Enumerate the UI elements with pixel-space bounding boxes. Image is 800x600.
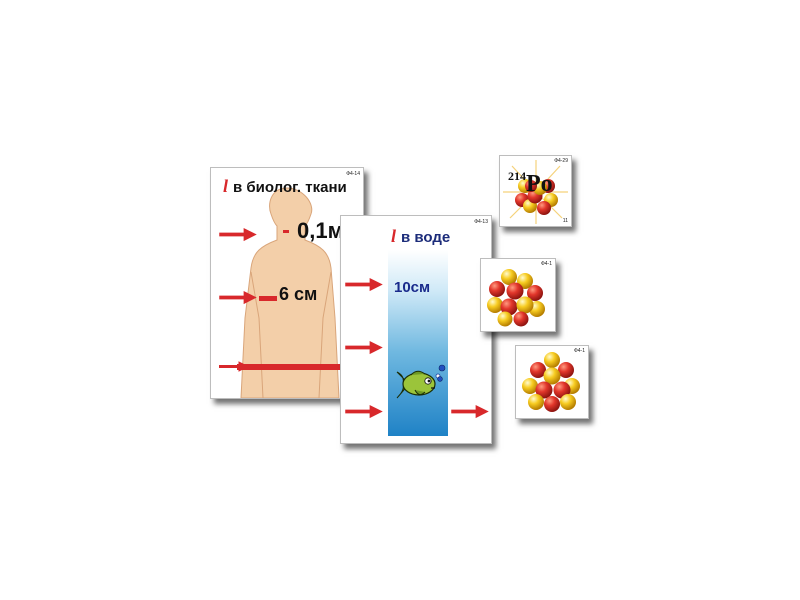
arrow-right-icon [345, 277, 383, 292]
range-label-water: 10см [394, 279, 431, 296]
card-code: Ф4-29 [554, 158, 568, 164]
arrow-right-icon [451, 404, 489, 419]
card-number: 11 [562, 218, 568, 224]
card-nucleus-2: Ф4-1 [515, 345, 589, 419]
fish-icon [396, 364, 446, 399]
card-code: Ф4-13 [474, 219, 488, 225]
range-label-alpha: 0,1м [297, 218, 344, 243]
path-length-symbol: l [391, 226, 397, 246]
nucleus-icon [522, 352, 580, 412]
water-column [388, 250, 448, 436]
isotope-label: 214Po [508, 169, 553, 197]
card-nucleus-1: Ф4-1 [480, 258, 556, 332]
arrow-right-icon [219, 290, 257, 305]
range-label-beta: 6 см [279, 284, 318, 304]
arrow-right-icon [345, 404, 383, 419]
card-code: Ф4-1 [540, 261, 552, 267]
human-body-icon [237, 187, 363, 398]
card-code: Ф4-14 [346, 171, 360, 177]
nucleus-icon [515, 179, 558, 215]
arrow-right-icon [345, 340, 383, 355]
nucleus-icon [487, 269, 545, 327]
card-polonium-214: Ф4-29 214Po 11 [499, 155, 572, 227]
card-code: Ф4-1 [573, 348, 585, 354]
arrow-right-icon [219, 359, 249, 374]
arrow-right-icon [219, 227, 257, 242]
path-length-symbol: l [223, 176, 229, 196]
